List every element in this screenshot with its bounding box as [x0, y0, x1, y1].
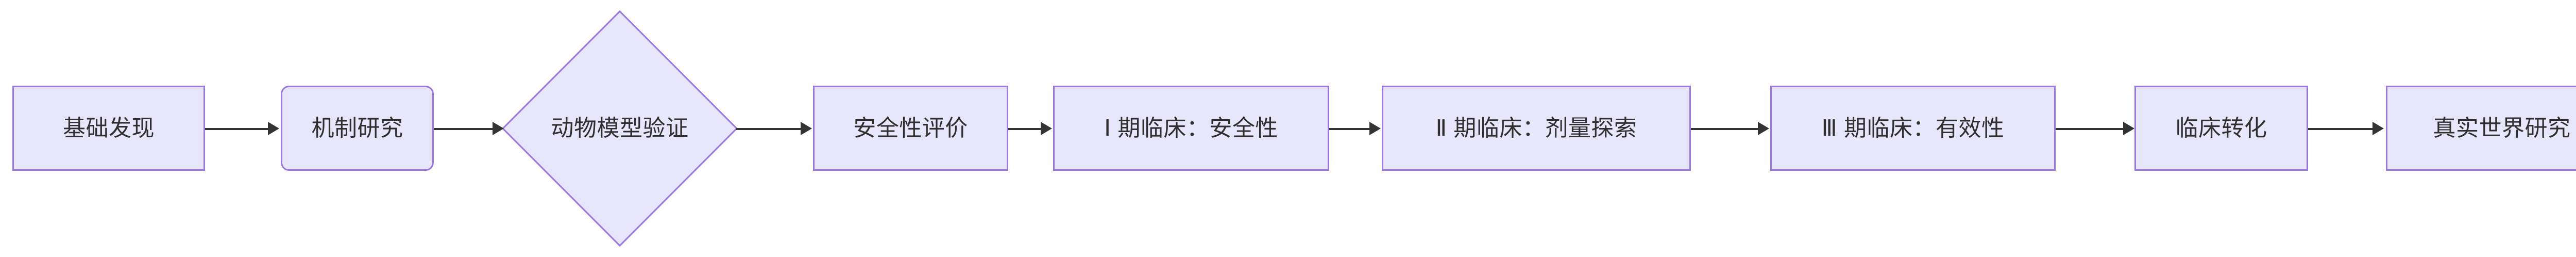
flow-node-label: 机制研究 — [311, 115, 403, 141]
flow-edge-n4-n5 — [1008, 128, 1041, 130]
flow-node-mechanism-study[interactable]: 机制研究 — [281, 86, 434, 171]
arrow-right-icon — [2123, 122, 2134, 135]
flow-edge-n3-n4 — [736, 128, 801, 130]
flow-node-phase3-clinical-efficacy[interactable]: Ⅲ 期临床：有效性 — [1770, 86, 2056, 171]
flow-node-basic-discovery[interactable]: 基础发现 — [12, 86, 205, 171]
arrow-right-icon — [1758, 122, 1769, 135]
flow-node-safety-evaluation[interactable]: 安全性评价 — [813, 86, 1008, 171]
flow-node-animal-model-validation[interactable]: 动物模型验证 — [501, 10, 738, 247]
flow-edge-n1-n2 — [205, 128, 268, 130]
flow-edge-n5-n6 — [1329, 128, 1369, 130]
arrow-right-icon — [2372, 122, 2384, 135]
flow-edge-n2-n3 — [434, 128, 493, 130]
flow-edge-n7-n8 — [2056, 128, 2123, 130]
flow-edge-n6-n7 — [1691, 128, 1758, 130]
flow-node-real-world-study[interactable]: 真实世界研究 — [2386, 86, 2576, 171]
flow-node-label: Ⅲ 期临床：有效性 — [1821, 115, 2005, 141]
arrow-right-icon — [801, 122, 812, 135]
flow-node-label: 真实世界研究 — [2433, 115, 2571, 141]
flow-node-phase2-clinical-dose-finding[interactable]: Ⅱ 期临床：剂量探索 — [1382, 86, 1691, 171]
flow-node-clinical-translation[interactable]: 临床转化 — [2134, 86, 2308, 171]
flow-node-label: 动物模型验证 — [551, 116, 689, 141]
arrow-right-icon — [1041, 122, 1052, 135]
arrow-right-icon — [268, 122, 279, 135]
flow-node-label: 安全性评价 — [853, 115, 968, 141]
flow-node-label: 基础发现 — [63, 115, 155, 141]
arrow-right-icon — [1369, 122, 1381, 135]
arrow-right-icon — [493, 122, 504, 135]
flow-node-label: Ⅱ 期临床：剂量探索 — [1435, 115, 1637, 141]
flow-node-label: 临床转化 — [2175, 115, 2267, 141]
flow-node-phase1-clinical-safety[interactable]: Ⅰ 期临床：安全性 — [1053, 86, 1329, 171]
flow-edge-n8-n9 — [2308, 128, 2372, 130]
flow-node-label: Ⅰ 期临床：安全性 — [1104, 115, 1278, 141]
